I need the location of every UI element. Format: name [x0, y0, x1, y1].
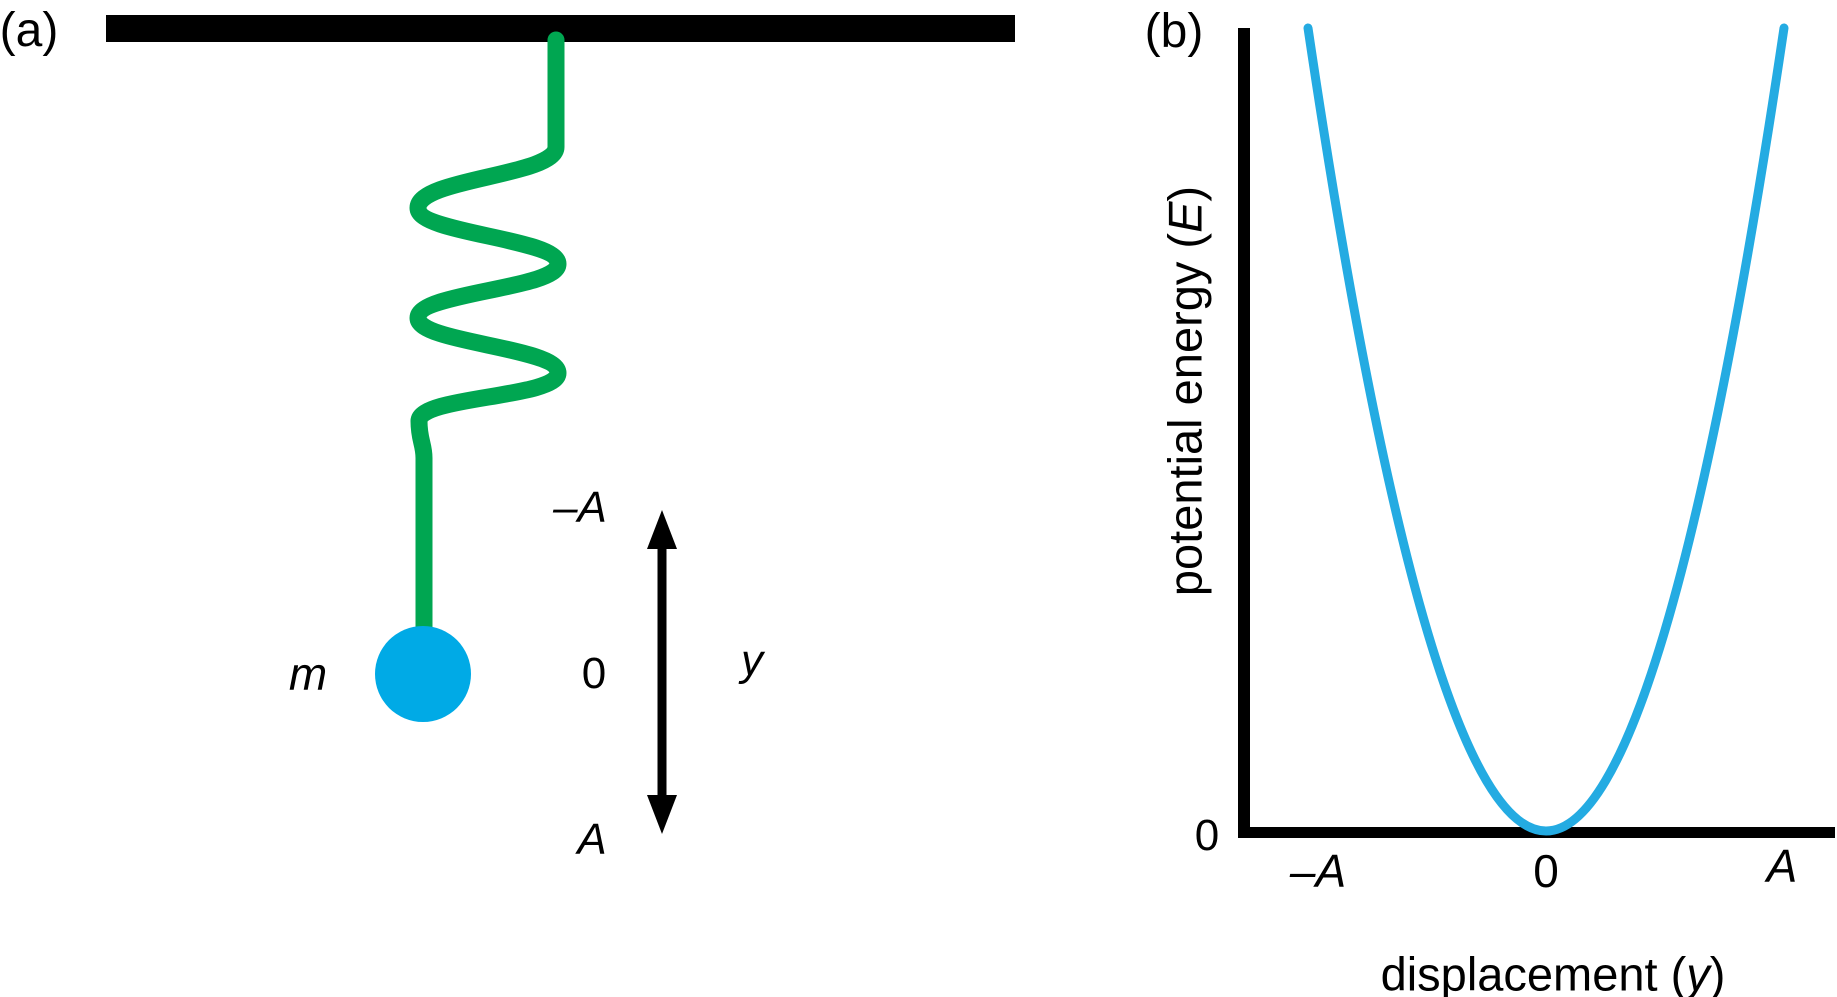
x-tick-positive-A: A: [1766, 840, 1798, 892]
y-axis-title: potential energy (E): [1158, 185, 1212, 597]
y-axis-title-prefix: potential energy (: [1158, 232, 1212, 597]
x-axis-title-suffix: ): [1709, 947, 1726, 997]
scale-top-label: –A: [553, 483, 607, 532]
y-axis-title-suffix: ): [1158, 185, 1212, 202]
spring: [409, 31, 567, 641]
mass-label: m: [288, 648, 328, 700]
potential-energy-curve: [1303, 23, 1789, 836]
origin-tick-label: 0: [1194, 811, 1220, 860]
arrowhead-down-icon: [647, 795, 677, 834]
scale-bottom-label: A: [577, 815, 607, 864]
x-tick-zero: 0: [1533, 845, 1559, 897]
displacement-arrow: [647, 510, 677, 834]
x-tick-negative-A: –A: [1289, 845, 1347, 897]
panel-a-label: (a): [0, 4, 59, 57]
x-axis-title: displacement (y): [1381, 951, 1726, 997]
x-axis-title-variable: y: [1686, 947, 1710, 997]
arrowhead-up-icon: [647, 510, 677, 549]
scale-equilibrium-label: 0: [581, 649, 607, 698]
panel-b-label: (b): [1144, 5, 1204, 58]
x-axis-title-prefix: displacement (: [1380, 947, 1687, 997]
mass-ball: [375, 626, 471, 722]
y-axis-title-variable: E: [1158, 201, 1212, 233]
scale-axis-variable: y: [741, 636, 763, 685]
